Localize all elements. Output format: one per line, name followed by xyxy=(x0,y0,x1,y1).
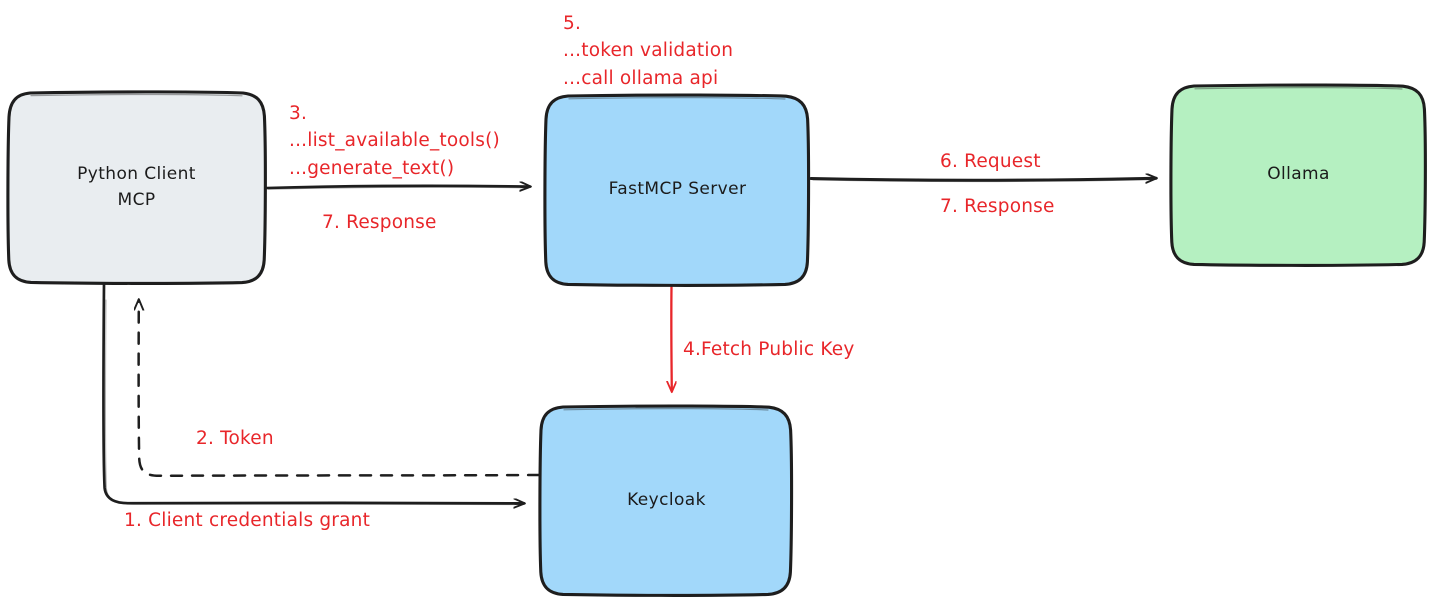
annotation-step-4: 4.Fetch Public Key xyxy=(683,339,855,360)
annotation-step-6-request: 6. Request xyxy=(940,151,1041,172)
annotation-step-1: 1. Client credentials grant xyxy=(124,510,371,531)
edge-client-to-keycloak xyxy=(102,282,524,505)
annotation-step-3: 3. ...list_available_tools() ...generate… xyxy=(289,103,500,179)
edge-keycloak-to-client xyxy=(139,300,541,478)
node-ollama[interactable] xyxy=(1169,83,1427,267)
edge-client-to-server xyxy=(264,186,530,189)
annotation-step-5: 5. ...token validation ...call ollama ap… xyxy=(563,13,734,89)
node-fastmcp-server[interactable] xyxy=(543,93,811,287)
annotation-step-7-client: 7. Response xyxy=(322,212,437,233)
node-keycloak[interactable] xyxy=(538,404,794,597)
annotation-step-7-ollama: 7. Response xyxy=(940,196,1055,217)
edge-server-to-ollama xyxy=(809,178,1156,181)
node-python-client[interactable] xyxy=(6,90,267,285)
annotation-step-2: 2. Token xyxy=(196,428,274,449)
